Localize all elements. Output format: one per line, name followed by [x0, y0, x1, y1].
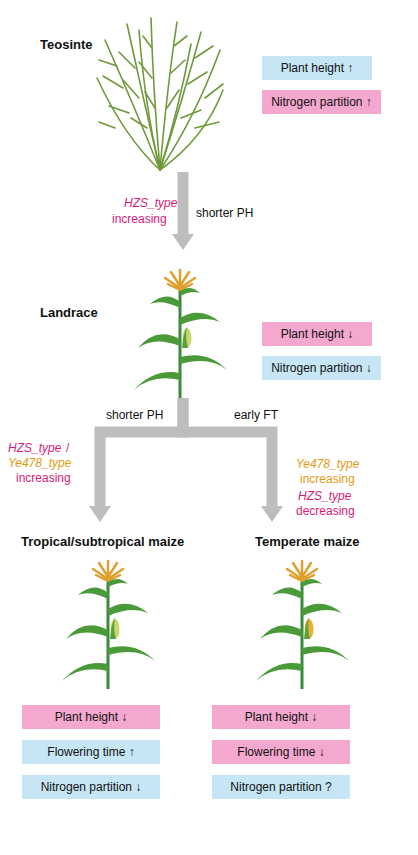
trait-box: Plant height ↓: [22, 705, 160, 729]
trait-box: Nitrogen partition ↓: [262, 356, 381, 380]
trait-text: Flowering time ↓: [237, 745, 324, 759]
genotype-note: increasing: [16, 471, 71, 485]
stage-arrow: [183, 398, 283, 522]
genotype-note: HZS_type: [124, 196, 177, 210]
arrow-label: early FT: [234, 408, 278, 422]
trait-box: Flowering time ↓: [212, 740, 350, 764]
trait-box: Nitrogen partition ↑: [262, 90, 381, 114]
trait-box: Plant height ↓: [262, 322, 372, 346]
trait-box: Nitrogen partition ?: [212, 775, 350, 799]
genotype-note: Ye478_type: [8, 456, 71, 470]
trait-text: Plant height ↓: [281, 327, 354, 341]
arrow-label: shorter PH: [106, 408, 163, 422]
arrow-shaft: [178, 172, 189, 236]
genotype-note: Ye478_type: [296, 457, 359, 471]
arrow-head: [89, 506, 111, 522]
stage-arrow: [89, 398, 183, 522]
landrace-plant: [134, 270, 227, 398]
stage-name: Teosinte: [40, 37, 93, 52]
trait-box: Plant height ↑: [262, 56, 372, 80]
trait-box: Plant height ↓: [212, 705, 350, 729]
stage-name: Landrace: [40, 305, 98, 320]
arrow-head: [172, 234, 194, 250]
arrow-label: shorter PH: [196, 206, 253, 220]
trait-text: Nitrogen partition ↓: [41, 780, 142, 794]
trait-text: Plant height ↑: [281, 61, 354, 75]
trait-text: Nitrogen partition ?: [230, 780, 331, 794]
genotype-note: HZS_type: [298, 489, 351, 503]
temperate-maize-plant: [256, 561, 349, 689]
stage-name: Temperate maize: [255, 534, 360, 549]
stage-region: Temperate maize: [218, 522, 368, 694]
genotype-note: increasing: [300, 472, 355, 486]
genotype-note: increasing: [112, 212, 167, 226]
tropical-maize-plant: [62, 561, 155, 689]
stage-name: Tropical/subtropical maize: [21, 534, 184, 549]
trait-text: Nitrogen partition ↓: [271, 361, 372, 375]
trait-text: Plant height ↓: [55, 710, 128, 724]
stage-region: Teosinte: [30, 25, 230, 172]
genotype-note: /: [66, 441, 69, 455]
trait-box: Flowering time ↑: [22, 740, 160, 764]
stage-region: Landrace: [30, 250, 235, 398]
stage-region: Tropical/subtropical maize: [15, 522, 210, 694]
trait-text: Nitrogen partition ↑: [271, 95, 372, 109]
trait-box: Nitrogen partition ↓: [22, 775, 160, 799]
genotype-note: HZS_type: [8, 441, 61, 455]
teosinte-plant: [97, 18, 223, 170]
trait-text: Flowering time ↑: [47, 745, 134, 759]
arrow-shaft: [100, 398, 183, 508]
stage-arrow: [172, 172, 194, 250]
trait-text: Plant height ↓: [245, 710, 318, 724]
genotype-note: decreasing: [296, 504, 355, 518]
arrow-head: [261, 506, 283, 522]
